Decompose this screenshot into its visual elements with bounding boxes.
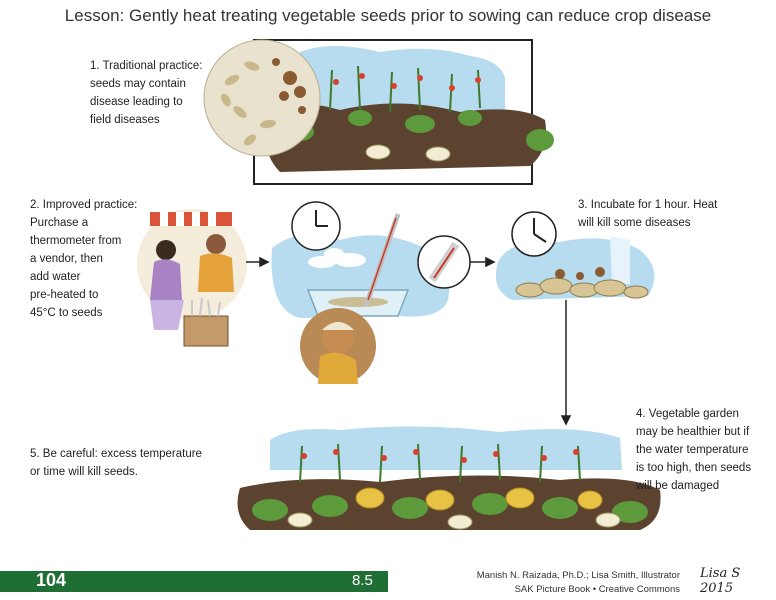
- credit-book: SAK Picture Book • Creative Commons: [514, 584, 680, 595]
- page-number: 104: [36, 570, 67, 590]
- incubation-scene: [495, 211, 655, 300]
- step-2-caption: 2. Improved practice: Purchase a thermom…: [30, 199, 138, 319]
- step-4-caption: 4. Vegetable garden may be healthier but…: [636, 408, 752, 492]
- footer-bar: [0, 571, 388, 592]
- page-title: Lesson: Gently heat treating vegetable s…: [64, 6, 712, 25]
- step-3-caption: 3. Incubate for 1 hour. Heat will kill s…: [578, 199, 718, 229]
- step-1-caption: 1. Traditional practice: seeds may conta…: [90, 60, 203, 126]
- heating-bowl-scene: [271, 201, 471, 384]
- illustrator-signature: Lisa S 2015: [700, 566, 741, 596]
- credit-authors: Manish N. Raizada, Ph.D.; Lisa Smith, Il…: [476, 570, 680, 581]
- step-5-caption: 5. Be careful: excess temperature or tim…: [30, 448, 202, 478]
- section-number: 8.5: [352, 572, 373, 589]
- healthy-garden-panel: [237, 426, 661, 530]
- vendor-scene: [137, 209, 247, 347]
- diseased-seeds-circle: [203, 39, 321, 157]
